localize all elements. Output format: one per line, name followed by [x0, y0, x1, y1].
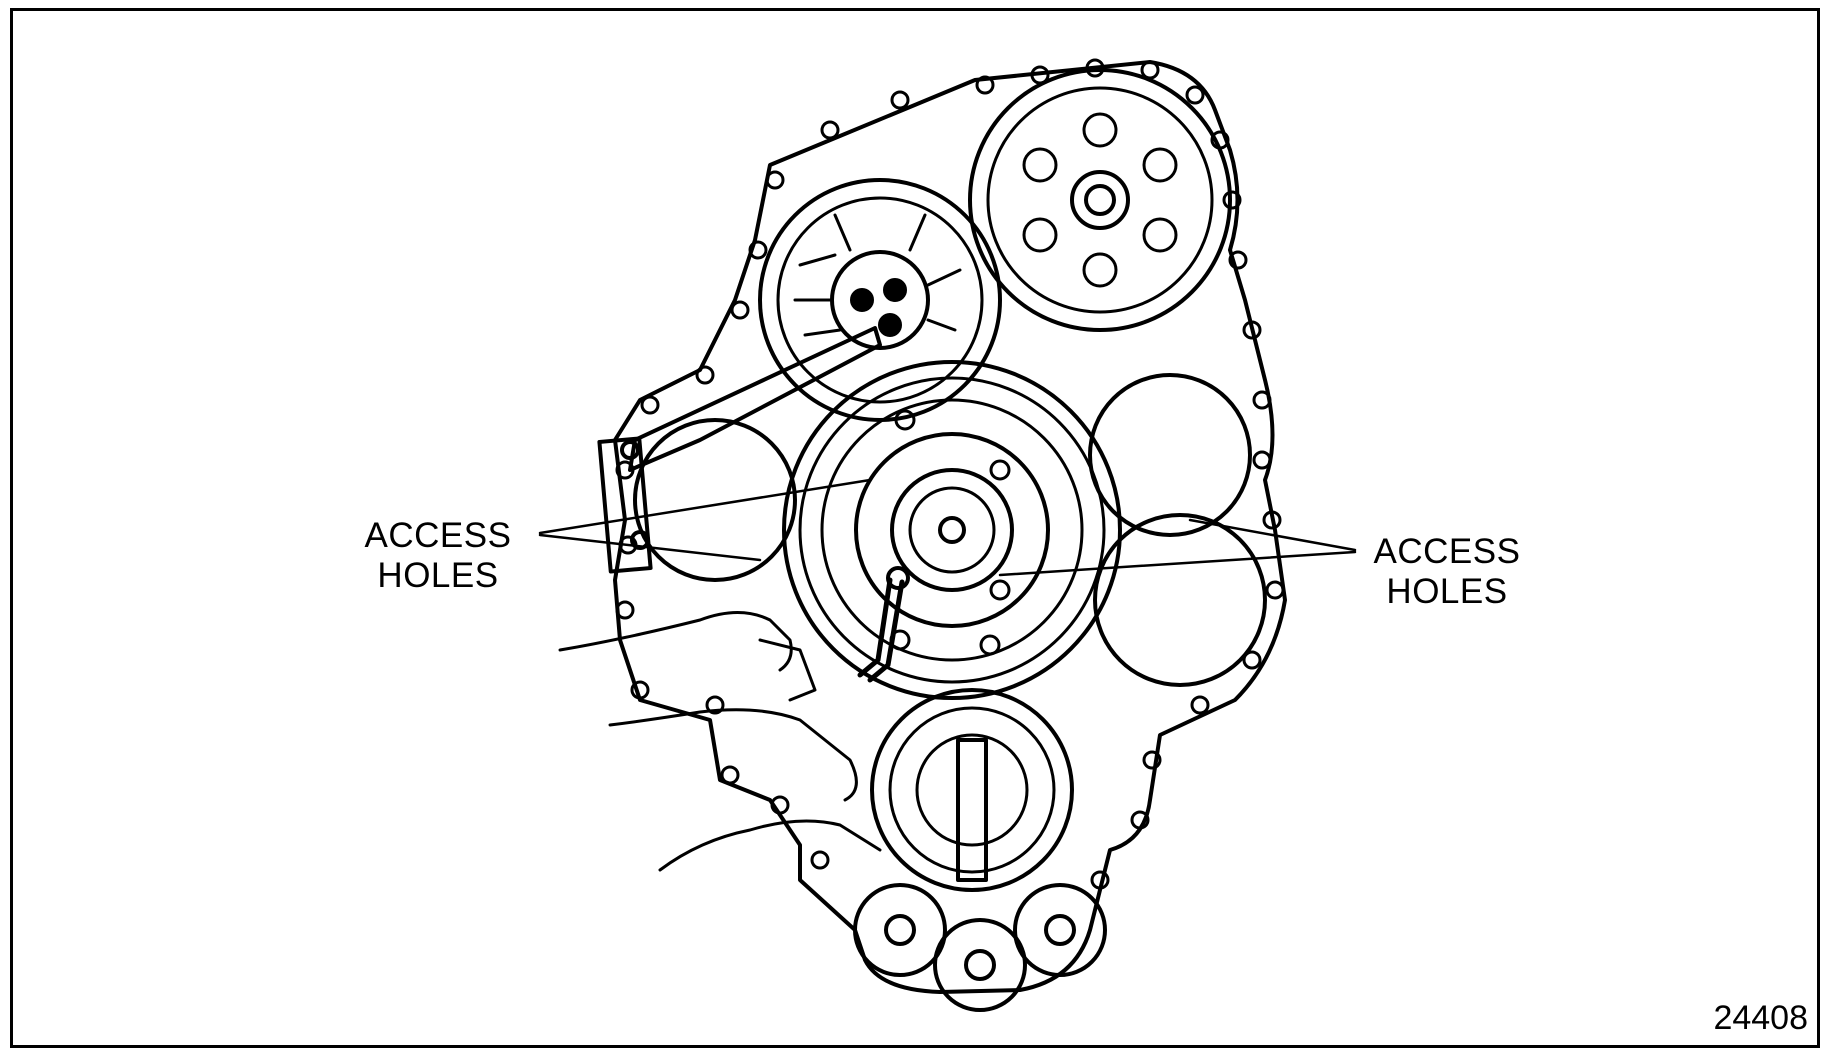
crankshaft-gear	[782, 360, 1122, 700]
leader-lines	[538, 478, 1357, 577]
access-holes-left-line2: HOLES	[377, 556, 499, 595]
right-port	[1088, 373, 1252, 537]
access-holes-label-right: ACCESS HOLES	[1362, 532, 1532, 612]
access-tool-tip	[886, 566, 910, 590]
access-holes-right-line1: ACCESS	[1373, 532, 1521, 571]
timing-cover-outline	[613, 60, 1287, 994]
figure-frame	[10, 8, 1820, 1048]
lower-gears	[853, 883, 1107, 1012]
access-holes-right-line2: HOLES	[1386, 572, 1508, 611]
access-holes-label-left: ACCESS HOLES	[358, 516, 518, 596]
camshaft-gear	[968, 68, 1232, 332]
figure-number: 24408	[1713, 999, 1808, 1037]
crank-pulley	[870, 688, 1074, 892]
hands	[558, 611, 882, 872]
access-holes-left-line1: ACCESS	[364, 516, 512, 555]
access-tool	[857, 577, 905, 683]
right-lower-port	[1093, 513, 1267, 687]
left-port	[633, 418, 797, 582]
upper-left-gear	[758, 178, 1002, 422]
